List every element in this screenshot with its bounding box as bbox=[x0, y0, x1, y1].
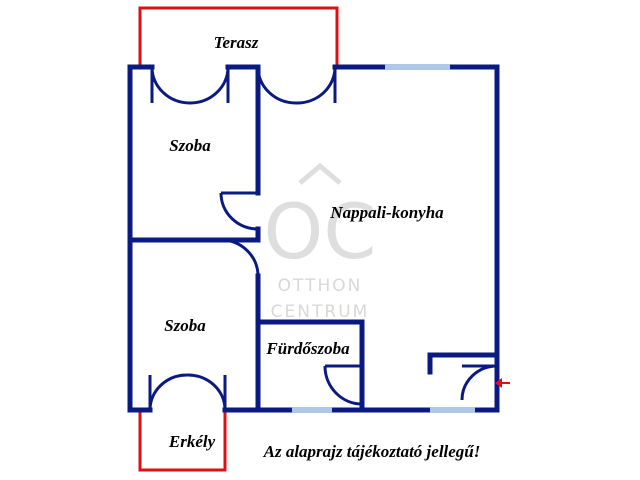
label-room-bottom: Szoba bbox=[164, 316, 206, 335]
watermark-roof-icon bbox=[298, 162, 342, 185]
window-top bbox=[385, 64, 450, 70]
terrace-door-right bbox=[256, 66, 337, 105]
watermark-line2: CENTRUM bbox=[271, 302, 370, 322]
watermark-monogram: OC bbox=[264, 187, 377, 276]
watermark-logo: OC OTTHON CENTRUM bbox=[264, 162, 377, 322]
label-balcony: Erkély bbox=[168, 432, 216, 451]
door-room-top bbox=[219, 191, 259, 231]
label-bathroom: Fürdőszoba bbox=[265, 339, 350, 358]
terrace-door-left bbox=[150, 66, 230, 105]
disclaimer-note: Az alaprajz tájékoztató jellegű! bbox=[263, 442, 481, 461]
door-entrance bbox=[460, 364, 498, 401]
windows bbox=[292, 64, 475, 413]
door-room-bottom bbox=[220, 238, 260, 277]
window-bottom-left bbox=[292, 407, 332, 413]
balcony-outline bbox=[138, 412, 227, 472]
label-terrace: Terasz bbox=[214, 33, 259, 52]
terrace-outline bbox=[138, 6, 339, 67]
window-bottom-right bbox=[430, 407, 475, 413]
balcony-door bbox=[148, 373, 227, 411]
door-bathroom bbox=[323, 364, 363, 406]
doors bbox=[148, 66, 498, 411]
entry-arrow-icon bbox=[495, 378, 510, 388]
label-living-kitchen: Nappali-konyha bbox=[329, 203, 444, 222]
watermark-line1: OTTHON bbox=[278, 276, 363, 296]
label-room-top: Szoba bbox=[169, 136, 211, 155]
